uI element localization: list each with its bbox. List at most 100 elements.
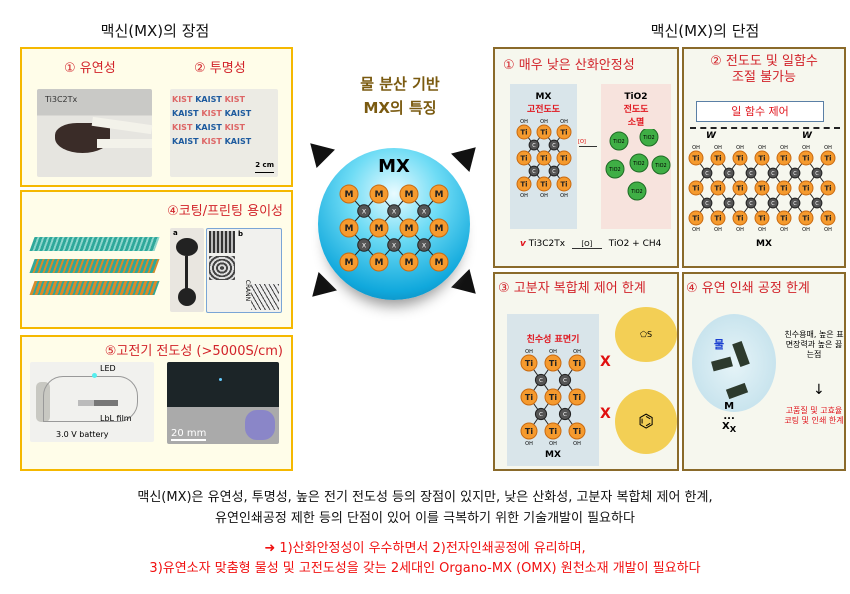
svg-text:M: M xyxy=(375,190,384,200)
m-atom xyxy=(568,422,586,440)
m-atom xyxy=(556,150,572,166)
x-atom xyxy=(789,197,801,209)
svg-text:Ti: Ti xyxy=(549,359,557,368)
x-atom xyxy=(811,197,823,209)
svg-text:Ti: Ti xyxy=(758,214,765,222)
svg-text:C: C xyxy=(539,412,543,418)
oxidation-equation: v Ti3C2Tx [O] TiO2 + CH4 xyxy=(520,239,662,249)
con-workfunction-title-2: 조절 불가능 xyxy=(732,70,796,85)
pro-panel-flexibility-transparency: ① 유연성 ② 투명성 Ti3C2Tx KIST KAIST KIST KAIS… xyxy=(20,47,293,187)
svg-text:TiO2: TiO2 xyxy=(608,167,620,173)
svg-text:OH: OH xyxy=(525,441,533,447)
svg-text:Ti: Ti xyxy=(520,154,527,162)
m-atom xyxy=(754,210,770,226)
m-atom xyxy=(516,150,532,166)
x-atom xyxy=(767,167,779,179)
svg-text:OH: OH xyxy=(692,227,700,233)
svg-text:C: C xyxy=(771,201,775,207)
m-atom xyxy=(776,150,792,166)
m-atom xyxy=(536,176,552,192)
svg-text:C: C xyxy=(727,201,731,207)
svg-text:Ti: Ti xyxy=(573,359,581,368)
cons-title: 맥신(MX)의 단점 xyxy=(650,22,760,40)
m-atom xyxy=(544,422,562,440)
m-atom xyxy=(399,252,419,272)
con-printing-title: ④ 유연 인쇄 공정 한계 xyxy=(686,281,810,296)
svg-text:TiO2: TiO2 xyxy=(632,161,644,167)
svg-text:Ti: Ti xyxy=(802,154,809,162)
water-droplet: 물 xyxy=(692,314,776,412)
svg-text:C: C xyxy=(793,201,797,207)
svg-text:Ti: Ti xyxy=(540,180,547,188)
x-atom xyxy=(534,407,548,421)
m-atom xyxy=(520,422,538,440)
m-atom xyxy=(369,218,389,238)
sphere-label: MX xyxy=(378,156,410,177)
m-atom xyxy=(544,388,562,406)
svg-text:Ti: Ti xyxy=(560,180,567,188)
pro-conductivity-label: ⑤고전기 전도성 (>5000S/cm) xyxy=(104,344,283,359)
svg-text:M: M xyxy=(435,190,444,200)
svg-text:X: X xyxy=(422,242,427,249)
x-atom xyxy=(548,165,560,177)
tio2-particle xyxy=(609,131,629,151)
m-atom xyxy=(732,210,748,226)
x-atom xyxy=(357,238,371,252)
svg-text:C: C xyxy=(749,201,753,207)
m-atom xyxy=(536,150,552,166)
svg-text:C: C xyxy=(552,169,556,175)
m-atom xyxy=(798,150,814,166)
m-atom xyxy=(688,210,704,226)
tio2-particle xyxy=(651,155,671,175)
x-atom xyxy=(789,167,801,179)
m-atom xyxy=(429,252,449,272)
svg-text:Ti: Ti xyxy=(525,427,533,436)
m-atom xyxy=(776,210,792,226)
x-atom xyxy=(528,139,540,151)
svg-text:C: C xyxy=(539,378,543,384)
pro-panel-coating: ④코팅/프린팅 용이성 a b CRANN xyxy=(20,190,293,329)
svg-text:Ti: Ti xyxy=(824,154,831,162)
svg-text:Ti: Ti xyxy=(780,214,787,222)
svg-text:X: X xyxy=(422,208,427,215)
m-atom xyxy=(820,150,836,166)
con-polymer-title: ③ 고분자 복합체 제어 한계 xyxy=(498,281,646,296)
svg-text:OH: OH xyxy=(549,349,557,355)
svg-text:Ti: Ti xyxy=(736,154,743,162)
x-atom xyxy=(558,407,572,421)
summary-line-4: 3)유연소자 맞춤형 물성 및 고전도성을 갖는 2세대인 Organo-MX … xyxy=(149,561,701,576)
center-title-line2: MX의 특징 xyxy=(363,99,437,117)
m-atom xyxy=(520,354,538,372)
transparent-film-photo: KIST KAIST KIST KAIST KIST KAIST KIST KA… xyxy=(170,89,278,177)
m-atom xyxy=(820,210,836,226)
x-atom xyxy=(534,373,548,387)
svg-text:Ti: Ti xyxy=(525,359,533,368)
svg-text:Ti: Ti xyxy=(714,184,721,192)
x-atom xyxy=(701,167,713,179)
svg-text:TiO2: TiO2 xyxy=(642,135,654,141)
work-function-control-box: 일 함수 제어 xyxy=(696,101,824,122)
svg-text:Ti: Ti xyxy=(573,427,581,436)
svg-text:M: M xyxy=(345,258,354,268)
svg-text:C: C xyxy=(705,201,709,207)
pro-coating-label: ④코팅/프린팅 용이성 xyxy=(167,204,283,219)
svg-text:OH: OH xyxy=(736,145,744,151)
svg-text:OH: OH xyxy=(736,227,744,233)
svg-text:Ti: Ti xyxy=(549,427,557,436)
svg-text:Ti: Ti xyxy=(802,184,809,192)
m-atom xyxy=(339,184,359,204)
x-atom xyxy=(723,197,735,209)
printed-patterns-photo: b CRANN xyxy=(206,228,282,313)
m-atom xyxy=(516,124,532,140)
svg-text:M: M xyxy=(345,224,354,234)
svg-text:Ti: Ti xyxy=(520,180,527,188)
svg-text:OH: OH xyxy=(540,119,548,125)
led-circuit-diagram: LED LbL film 3.0 V battery xyxy=(30,362,154,442)
svg-text:OH: OH xyxy=(549,441,557,447)
m-atom xyxy=(798,180,814,196)
m-atom xyxy=(688,150,704,166)
con-workfunction-title-1: ② 전도도 및 일함수 xyxy=(710,54,818,69)
